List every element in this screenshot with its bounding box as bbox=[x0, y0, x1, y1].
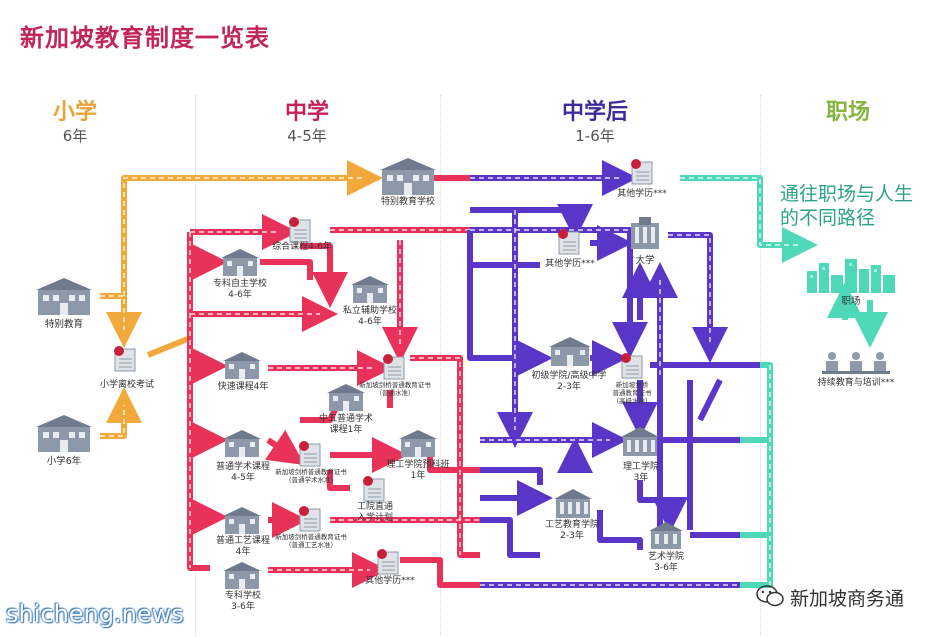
stage-career-title: 职场 bbox=[825, 100, 870, 125]
node-special-ed: 特别教育 bbox=[44, 319, 83, 330]
stage-primary-title: 小学 bbox=[52, 100, 97, 125]
node-polytechnic: 理工学院 3年 bbox=[622, 462, 659, 483]
school-building-icon bbox=[327, 384, 365, 411]
node-private-aided: 私立辅助学校 4-6年 bbox=[342, 306, 397, 327]
node-workplace: 职场 bbox=[841, 296, 861, 307]
stage-secondary-title: 中学 bbox=[284, 100, 329, 125]
certificate-icon bbox=[558, 229, 580, 255]
node-other-quals-top: 其他学历*** bbox=[617, 189, 667, 199]
certificate-icon bbox=[299, 506, 321, 532]
node-ite: 工艺教育学院 2-3年 bbox=[544, 520, 599, 541]
school-building-icon bbox=[221, 249, 259, 276]
school-building-icon bbox=[36, 415, 92, 452]
school-building-icon bbox=[223, 430, 261, 457]
school-building-icon bbox=[649, 522, 683, 549]
watermark-site: shicheng.news bbox=[6, 600, 184, 628]
school-building-icon bbox=[621, 427, 659, 456]
node-gce-n-t: 新加坡剑桥普通教育证书 （普通工艺水准） bbox=[275, 533, 347, 549]
node-other-quals-mid: 其他学历*** bbox=[545, 259, 595, 269]
node-normal-acad: 普通学术课程 4-5年 bbox=[215, 462, 270, 483]
school-building-icon bbox=[380, 158, 436, 195]
node-jc: 初级学院/高级中学 2-3年 bbox=[531, 371, 607, 392]
stage-post-secondary-years: 1-6年 bbox=[575, 127, 615, 145]
certificate-icon bbox=[383, 354, 405, 380]
school-building-icon bbox=[549, 337, 591, 366]
node-special-school: 特别教育学校 bbox=[380, 197, 435, 207]
node-sec5-na: 中五普通学术 课程1年 bbox=[318, 414, 373, 435]
stage-secondary-years: 4-5年 bbox=[287, 127, 327, 145]
node-poly-foundation: 理工学院预科班 1年 bbox=[386, 460, 450, 481]
node-psle: 小学离校考试 bbox=[99, 380, 154, 390]
school-building-icon bbox=[351, 276, 389, 303]
node-arts: 艺术学院 3-6年 bbox=[647, 552, 684, 573]
certificate-icon bbox=[621, 353, 643, 379]
node-other-quals-bottom: 其他学历*** bbox=[365, 576, 415, 586]
school-building-icon bbox=[223, 352, 261, 379]
stage-primary-years: 6年 bbox=[62, 127, 88, 145]
certificate-icon bbox=[289, 217, 311, 243]
certificate-icon bbox=[299, 441, 321, 467]
node-primary6: 小学6年 bbox=[46, 456, 82, 467]
university-building-icon bbox=[631, 217, 659, 249]
school-building-icon bbox=[36, 278, 92, 315]
school-building-icon bbox=[399, 430, 437, 457]
school-building-icon bbox=[554, 489, 592, 518]
node-ite-direct: 工院直通 入学计划 bbox=[356, 502, 393, 523]
node-integrated: 综合课程4-6年 bbox=[272, 242, 332, 252]
city-skyline-icon bbox=[807, 259, 895, 293]
certificate-icon bbox=[377, 549, 399, 575]
school-building-icon bbox=[223, 562, 261, 589]
certificate-icon bbox=[114, 346, 136, 372]
node-specialised-indep: 专科自主学校 4-6年 bbox=[212, 279, 267, 300]
wechat-icon bbox=[756, 585, 784, 607]
page-title: 新加坡教育制度一览表 bbox=[20, 24, 270, 52]
certificate-icon bbox=[363, 476, 385, 502]
school-building-icon bbox=[223, 507, 261, 534]
node-gce-a: 新加坡剑桥 普通教育证书 （高级水准） bbox=[612, 381, 652, 405]
node-normal-tech: 普通工艺课程 4年 bbox=[215, 536, 270, 557]
node-gce-o: 新加坡剑桥普通教育证书 （普通水准） bbox=[359, 381, 431, 397]
node-gce-n-a: 新加坡剑桥普通教育证书 （普通学术水准） bbox=[275, 468, 347, 484]
stage-post-secondary-title: 中学后 bbox=[561, 100, 628, 125]
node-continuing-ed: 持续教育与培训*** bbox=[817, 378, 895, 388]
certificate-icon bbox=[631, 159, 653, 185]
column-divider bbox=[440, 95, 441, 635]
career-paths-text: 通往职场与人生 的不同路径 bbox=[780, 183, 914, 229]
node-express: 快速课程4年 bbox=[217, 382, 269, 392]
watermark-account: 新加坡商务通 bbox=[790, 588, 905, 610]
people-icon bbox=[822, 352, 890, 374]
node-university: 大学 bbox=[635, 255, 655, 266]
node-specialised-school: 专科学校 3-6年 bbox=[224, 591, 261, 612]
